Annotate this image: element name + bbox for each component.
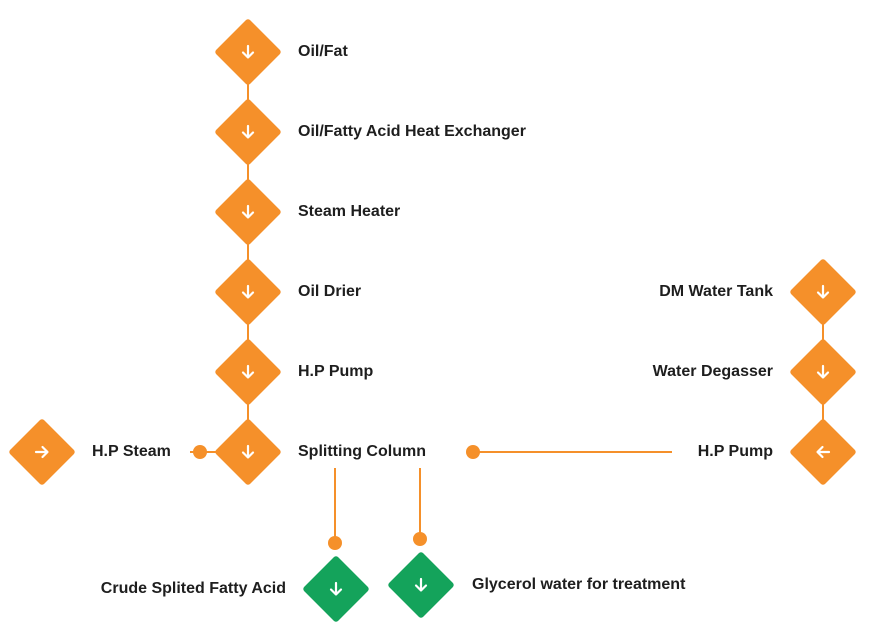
step-label: Oil Drier (298, 283, 362, 300)
glycerol-output-dot (413, 532, 427, 546)
output-label: Crude Splited Fatty Acid (100, 580, 286, 597)
glycerol-output-connector (419, 468, 421, 541)
water-to-column-connector (472, 451, 672, 453)
fatty-acid-output-dot (328, 536, 342, 550)
arrow-right-icon (32, 442, 52, 462)
step-label: Oil/Fatty Acid Heat Exchanger (298, 123, 526, 140)
arrow-down-icon (238, 122, 258, 142)
arrow-down-icon (238, 202, 258, 222)
steam-connector-dot (193, 445, 207, 459)
step-label: Steam Heater (298, 203, 401, 220)
arrow-down-icon (238, 282, 258, 302)
step-label: Water Degasser (652, 363, 773, 380)
arrow-left-icon (813, 442, 833, 462)
arrow-down-icon (326, 579, 346, 599)
step-label: Oil/Fat (298, 43, 348, 60)
arrow-down-icon (813, 282, 833, 302)
arrow-down-icon (813, 362, 833, 382)
step-label: DM Water Tank (659, 283, 773, 300)
main-flow-connector (247, 52, 249, 452)
arrow-down-icon (238, 42, 258, 62)
output-label: Glycerol water for treatment (472, 576, 686, 593)
step-label: H.P Pump (697, 443, 773, 460)
fatty-acid-output-connector (334, 468, 336, 541)
arrow-down-icon (238, 442, 258, 462)
step-label: Splitting Column (298, 443, 426, 460)
step-label: H.P Pump (298, 363, 374, 380)
arrow-down-icon (238, 362, 258, 382)
arrow-down-icon (411, 575, 431, 595)
step-label: H.P Steam (92, 443, 171, 460)
water-to-column-dot (466, 445, 480, 459)
